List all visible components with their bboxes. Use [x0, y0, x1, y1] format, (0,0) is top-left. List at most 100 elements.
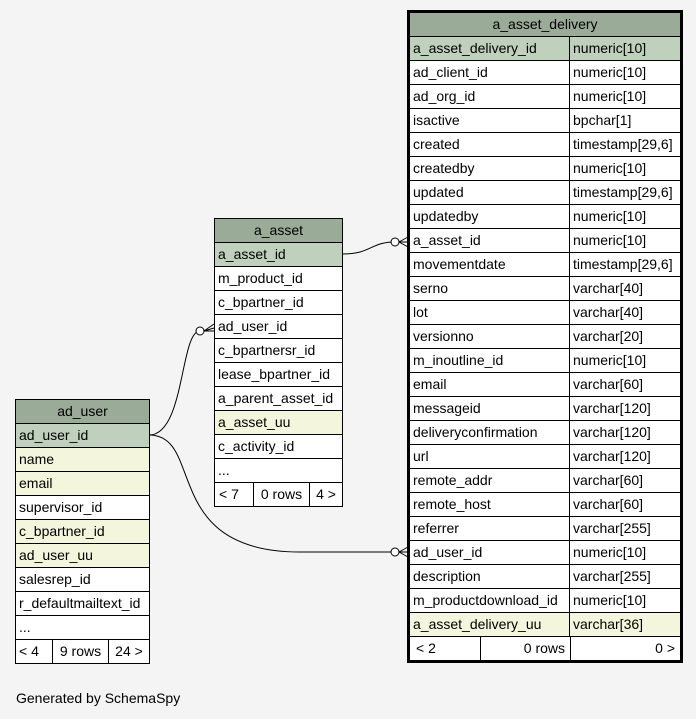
column-type: varchar[40] [569, 301, 680, 324]
column-row[interactable]: a_parent_asset_id [215, 387, 342, 411]
column-type: varchar[20] [569, 325, 680, 348]
column-row[interactable]: email [16, 472, 149, 496]
children-link[interactable]: 24 > [108, 640, 149, 663]
column-row[interactable]: m_productdownload_id numeric[10] [410, 589, 680, 613]
column-name: a_asset_delivery_uu [413, 616, 542, 632]
column-name: ad_user_uu [19, 547, 93, 563]
column-row[interactable]: c_activity_id [215, 435, 342, 459]
table-title[interactable]: ad_user [16, 400, 149, 424]
parents-link[interactable]: < 2 [416, 640, 436, 656]
column-row[interactable]: c_bpartnersr_id [215, 339, 342, 363]
column-name: deliveryconfirmation [413, 424, 538, 440]
column-name: updated [413, 184, 464, 200]
column-name: c_bpartner_id [19, 523, 105, 539]
column-type: bpchar[1] [569, 109, 680, 132]
column-name: created [413, 136, 460, 152]
column-row[interactable]: ... [215, 459, 342, 483]
column-name: serno [413, 280, 449, 296]
relation-user-to-delivery-crowfoot [398, 546, 409, 558]
column-row[interactable]: name [16, 448, 149, 472]
column-type: numeric[10] [569, 37, 680, 60]
column-row[interactable]: r_defaultmailtext_id [16, 592, 149, 616]
column-row[interactable]: createdby numeric[10] [410, 157, 680, 181]
column-row[interactable]: a_asset_delivery_id numeric[10] [410, 37, 680, 61]
column-row[interactable]: ad_user_uu [16, 544, 149, 568]
column-name: a_asset_delivery_id [413, 40, 537, 56]
column-name: remote_addr [413, 472, 493, 488]
column-name: m_productdownload_id [413, 592, 558, 608]
column-name: ... [218, 462, 230, 478]
column-name: movementdate [413, 256, 506, 272]
column-row[interactable]: updated timestamp[29,6] [410, 181, 680, 205]
column-name: lot [413, 304, 428, 320]
column-name: c_bpartner_id [218, 294, 304, 310]
column-row[interactable]: c_bpartner_id [16, 520, 149, 544]
column-row[interactable]: salesrep_id [16, 568, 149, 592]
table-footer: < 7 0 rows 4 > [215, 483, 342, 506]
children-link[interactable]: 4 > [309, 483, 342, 506]
column-type: timestamp[29,6] [569, 253, 680, 276]
column-row[interactable]: ad_user_id [16, 424, 149, 448]
column-type: numeric[10] [569, 229, 680, 252]
column-row[interactable]: m_product_id [215, 267, 342, 291]
column-name: ad_org_id [413, 88, 476, 104]
column-row[interactable]: c_bpartner_id [215, 291, 342, 315]
column-name: remote_host [413, 496, 491, 512]
parents-link[interactable]: < 7 [219, 486, 239, 502]
column-name: referrer [413, 520, 459, 536]
column-type: varchar[120] [569, 445, 680, 468]
table-title[interactable]: a_asset [215, 219, 342, 243]
column-name: createdby [413, 160, 475, 176]
column-row[interactable]: a_asset_id [215, 243, 342, 267]
column-row[interactable]: movementdate timestamp[29,6] [410, 253, 680, 277]
column-name: isactive [413, 112, 460, 128]
column-row[interactable]: isactive bpchar[1] [410, 109, 680, 133]
column-type: numeric[10] [569, 589, 680, 612]
column-type: numeric[10] [569, 541, 680, 564]
table-footer: < 4 9 rows 24 > [16, 640, 149, 663]
column-row[interactable]: lease_bpartner_id [215, 363, 342, 387]
column-name: ... [19, 619, 31, 635]
column-name: r_defaultmailtext_id [19, 595, 141, 611]
column-row[interactable]: a_asset_uu [215, 411, 342, 435]
column-name: lease_bpartner_id [218, 366, 331, 382]
column-type: varchar[255] [569, 565, 680, 588]
column-row[interactable]: ad_user_id [215, 315, 342, 339]
column-name: messageid [413, 400, 481, 416]
column-type: numeric[10] [569, 157, 680, 180]
column-type: varchar[60] [569, 373, 680, 396]
parents-link[interactable]: < 4 [19, 643, 39, 659]
column-type: timestamp[29,6] [569, 181, 680, 204]
column-row[interactable]: url varchar[120] [410, 445, 680, 469]
column-row[interactable]: ... [16, 616, 149, 640]
children-link[interactable]: 0 > [570, 637, 680, 660]
column-row[interactable]: supervisor_id [16, 496, 149, 520]
column-row[interactable]: lot varchar[40] [410, 301, 680, 325]
column-name: url [413, 448, 429, 464]
table-footer: < 2 0 rows 0 > [410, 637, 680, 660]
table-title[interactable]: a_asset_delivery [410, 13, 680, 37]
row-count: 9 rows [52, 640, 108, 663]
relation-user-to-asset-crowfoot [203, 323, 215, 332]
